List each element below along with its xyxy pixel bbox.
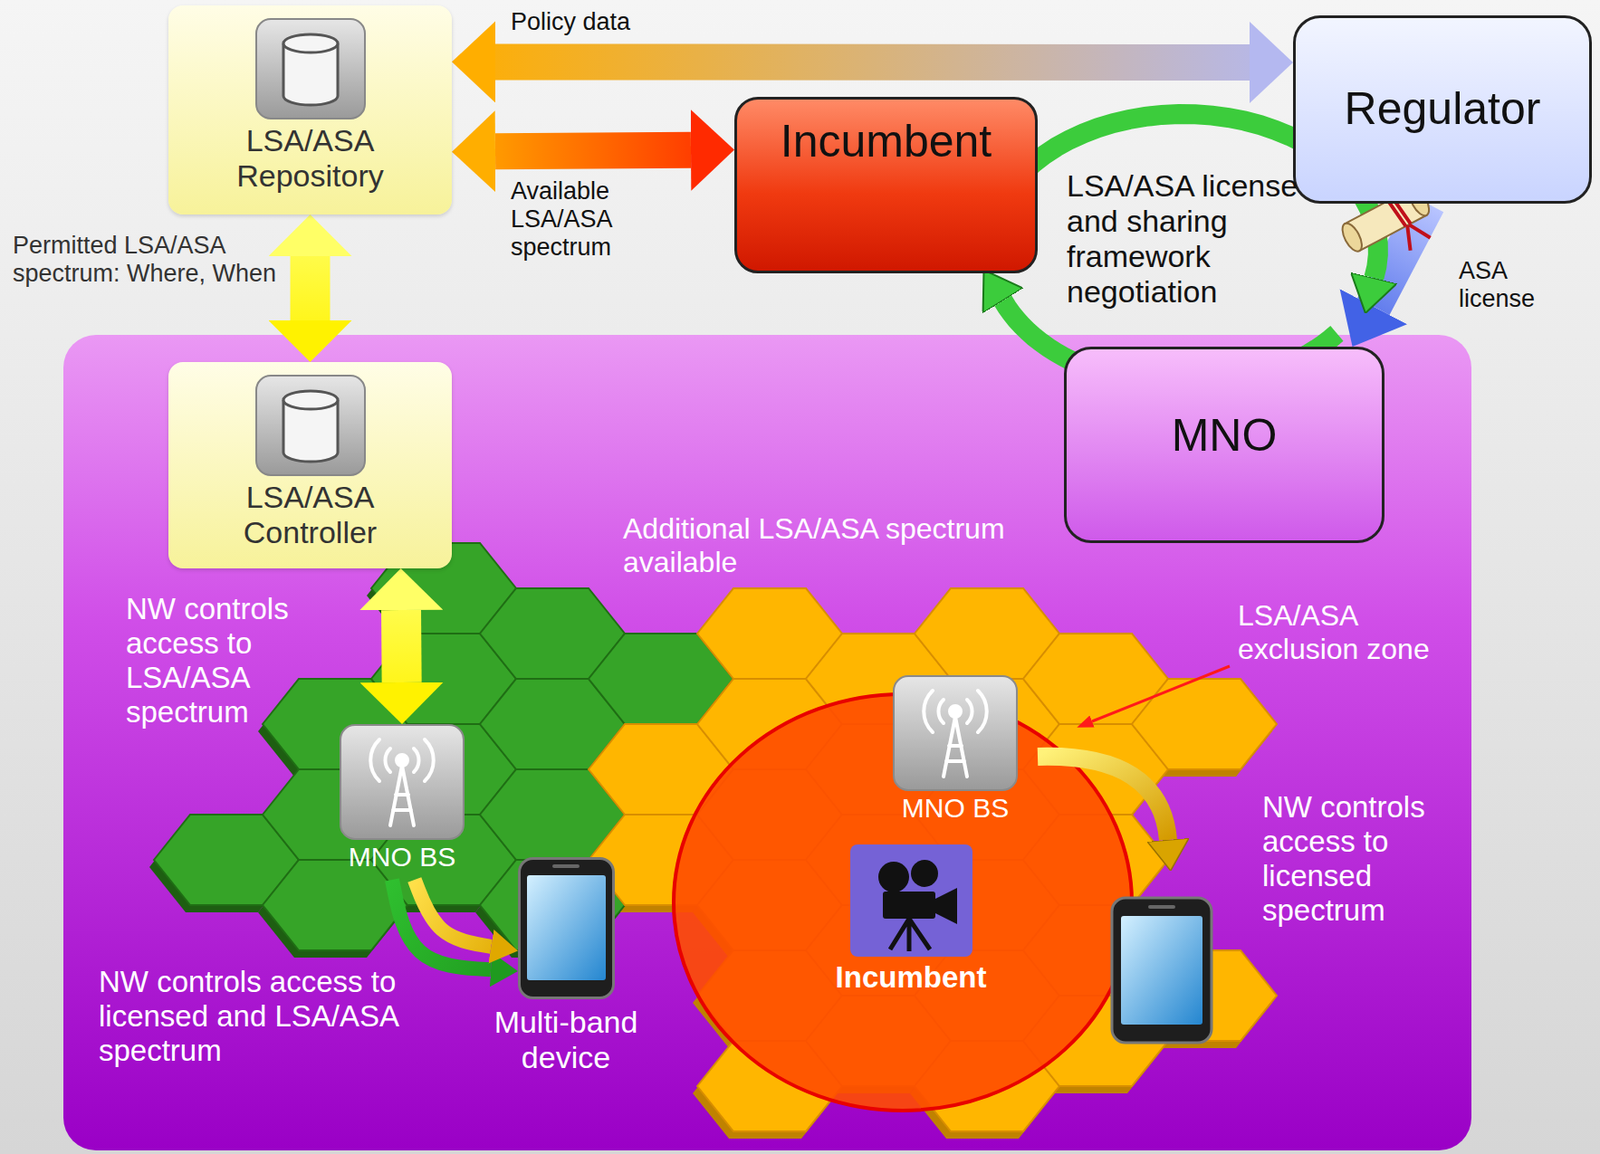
flow-arrow [495, 43, 1250, 81]
incumbent-box: Incumbent [734, 96, 1038, 274]
repository-box: LSA/ASA Repository [168, 5, 452, 215]
node-text: Regulator [1344, 83, 1542, 136]
multi-band-device: Multi-band device [470, 857, 662, 1112]
node-text: MNO [1171, 410, 1278, 463]
database-icon [255, 18, 366, 120]
edge-label: Policy data [510, 8, 783, 37]
node-text: MNO BS [348, 842, 456, 874]
flow-arrow [495, 150, 691, 153]
node-text: LSA/ASA Repository [201, 123, 420, 194]
edge-label: Available LSA/ASA spectrum [510, 177, 701, 262]
mno-box: MNO [1063, 346, 1385, 544]
region-label: NW controls access to licensed spectrum [1262, 790, 1457, 929]
node-text: MNO BS [901, 793, 1009, 825]
node-text: Multi-band device [470, 1005, 662, 1076]
region-label: Additional LSA/ASA spectrum available [622, 512, 1058, 580]
database-icon [255, 374, 366, 477]
antenna-icon [339, 724, 465, 841]
phone-icon [517, 857, 615, 1000]
flow-arrow [381, 610, 422, 683]
mno-network-region [63, 335, 1472, 1151]
edge-label: NW controls access to LSA/ASA spectrum [125, 592, 307, 730]
negotiation-label: LSA/ASA license and sharing framework ne… [1066, 168, 1350, 310]
regulator-box: Regulator [1293, 15, 1592, 204]
incumbent-camera: Incumbent [820, 844, 1002, 1001]
node-text: Incumbent [835, 960, 987, 996]
base-station: MNO BS [339, 724, 465, 881]
edge-label: ASA license [1458, 257, 1559, 314]
leader-line [1092, 666, 1230, 722]
controller-box: LSA/ASA Controller [168, 362, 452, 569]
flow-arrow [414, 880, 492, 948]
phone-icon [1111, 898, 1212, 1044]
flow-arrow [392, 880, 491, 970]
node-text: Incumbent [780, 115, 992, 169]
licensed-access-arrow [1037, 756, 1169, 841]
base-station: MNO BS [892, 675, 1018, 832]
flow-arrow [290, 256, 331, 321]
edge-label: Permitted LSA/ASA spectrum: Where, When [12, 231, 285, 288]
callout-label: LSA/ASA exclusion zone [1237, 599, 1465, 667]
cell [1131, 679, 1277, 770]
region-label: NW controls access to licensed and LSA/A… [98, 965, 407, 1069]
camera-icon [850, 844, 973, 958]
cell-grid [149, 543, 1277, 1140]
antenna-icon [892, 675, 1018, 792]
node-text: LSA/ASA Controller [201, 479, 420, 551]
